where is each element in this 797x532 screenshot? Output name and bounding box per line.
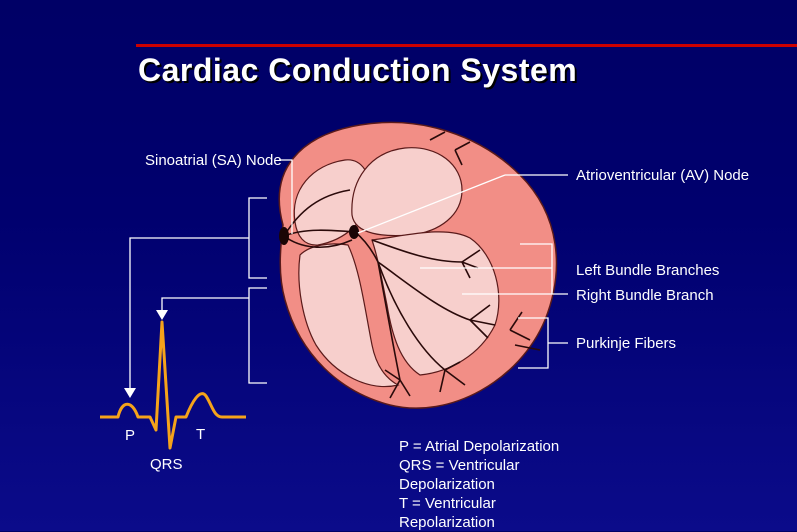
p-arrowhead: [124, 388, 136, 398]
right-bundle-path: [377, 261, 401, 381]
purkinje-label: Purkinje Fibers: [576, 335, 677, 352]
ecg-qrs-label: QRS: [150, 456, 183, 473]
ecg-legend: P = Atrial Depolarization QRS = Ventricu…: [399, 437, 599, 532]
av-node: [349, 225, 359, 239]
qrs-arrowhead: [156, 310, 168, 320]
p-connector: [129, 237, 249, 390]
internodal-upper: [283, 189, 351, 237]
slide-title: Cardiac Conduction System: [138, 52, 578, 88]
purkinje-branch-4: [384, 369, 411, 399]
left-bundle-path-2: [377, 261, 471, 321]
av-leader: [357, 174, 506, 234]
legend-line-3: Depolarization: [399, 476, 495, 493]
av-node-label: Atrioventricular (AV) Node: [576, 167, 750, 184]
legend-line-2: QRS = Ventricular: [399, 457, 520, 474]
ecg-t-label: T: [196, 426, 206, 443]
purkinje-branch-2: [469, 304, 496, 339]
right-bundle-label: Right Bundle Branch: [576, 287, 714, 304]
ecg-p-label: P: [125, 427, 136, 444]
sa-node-label: Sinoatrial (SA) Node: [145, 152, 282, 169]
left-atrium: [351, 147, 463, 237]
legend-line-1: P = Atrial Depolarization: [399, 438, 560, 455]
purkinje-branch-6: [429, 131, 471, 166]
left-bundle-label: Left Bundle Branches: [576, 262, 720, 279]
purkinje-branch-5: [509, 311, 541, 351]
conduction-pathways: [283, 131, 541, 399]
left-bundle-path: [371, 239, 463, 263]
septum-path: [377, 261, 446, 371]
bundle-bracket: [520, 243, 553, 294]
legend-line-5: Repolarization: [399, 514, 495, 531]
atrial-bracket: [248, 197, 267, 279]
ventricle-bracket: [248, 287, 267, 384]
right-ventricle: [298, 243, 400, 388]
internodal-lower: [283, 235, 353, 249]
purkinje-branch-3: [439, 361, 466, 393]
title-rule: [136, 44, 797, 47]
legend-line-4: T = Ventricular: [399, 495, 496, 512]
leader-lines: [129, 159, 568, 390]
qrs-connector: [161, 297, 249, 312]
sa-leader: [279, 159, 293, 234]
purkinje-branch-1: [461, 249, 481, 279]
sa-node: [279, 227, 289, 245]
internodal-pathway: [283, 229, 356, 237]
ecg-trace: [100, 320, 246, 450]
